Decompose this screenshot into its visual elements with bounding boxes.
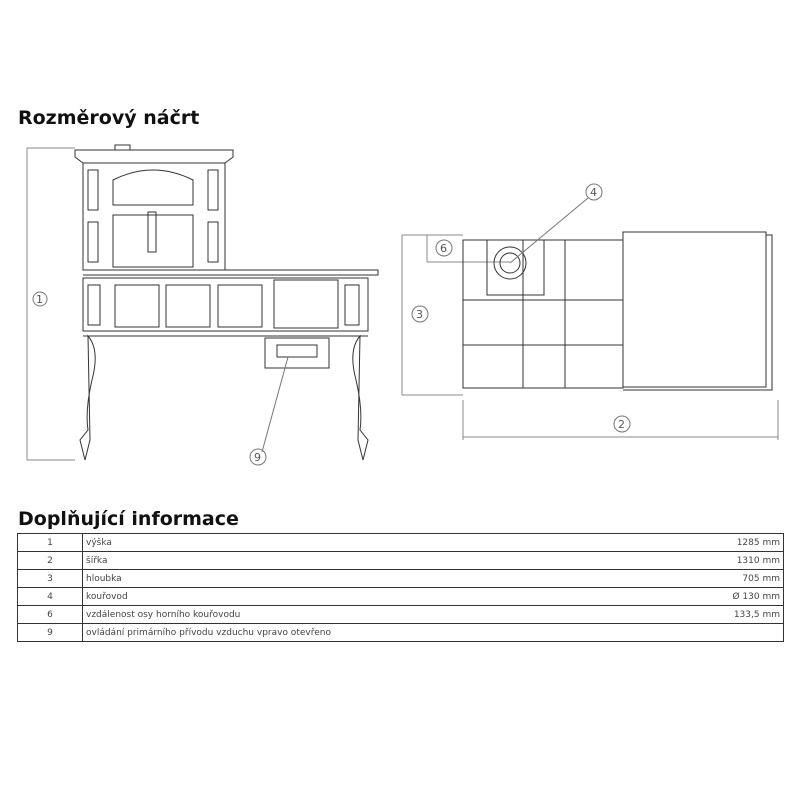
row-label: kouřovod bbox=[82, 587, 657, 606]
row-number: 9 bbox=[17, 623, 83, 642]
row-value bbox=[657, 623, 784, 642]
row-number: 6 bbox=[17, 605, 83, 624]
callout-3: 3 bbox=[416, 308, 423, 321]
dimension-drawing: 1 9 3 6 4 2 bbox=[26, 144, 779, 466]
callout-6: 6 bbox=[440, 242, 447, 255]
sketch-heading: Rozměrový náčrt bbox=[18, 107, 200, 129]
callout-9: 9 bbox=[254, 451, 261, 464]
row-number: 1 bbox=[17, 533, 83, 552]
callout-4: 4 bbox=[590, 186, 597, 199]
row-label: šířka bbox=[82, 551, 657, 570]
callout-1: 1 bbox=[36, 293, 43, 306]
row-number: 4 bbox=[17, 587, 83, 606]
row-label: vzdálenost osy horního kouřovodu bbox=[82, 605, 657, 624]
row-number: 3 bbox=[17, 569, 83, 588]
row-value: 133,5 mm bbox=[657, 605, 784, 624]
row-number: 2 bbox=[17, 551, 83, 570]
callout-2: 2 bbox=[618, 418, 625, 431]
info-heading: Doplňující informace bbox=[18, 508, 239, 530]
row-value: 1310 mm bbox=[657, 551, 784, 570]
row-label: výška bbox=[82, 533, 657, 552]
row-value: Ø 130 mm bbox=[657, 587, 784, 606]
row-label: hloubka bbox=[82, 569, 657, 588]
row-label: ovládání primárního přívodu vzduchu vpra… bbox=[82, 623, 657, 642]
row-value: 1285 mm bbox=[657, 533, 784, 552]
top-view: 3 6 4 2 bbox=[401, 183, 779, 440]
row-value: 705 mm bbox=[657, 569, 784, 588]
front-view: 1 9 bbox=[26, 144, 379, 466]
